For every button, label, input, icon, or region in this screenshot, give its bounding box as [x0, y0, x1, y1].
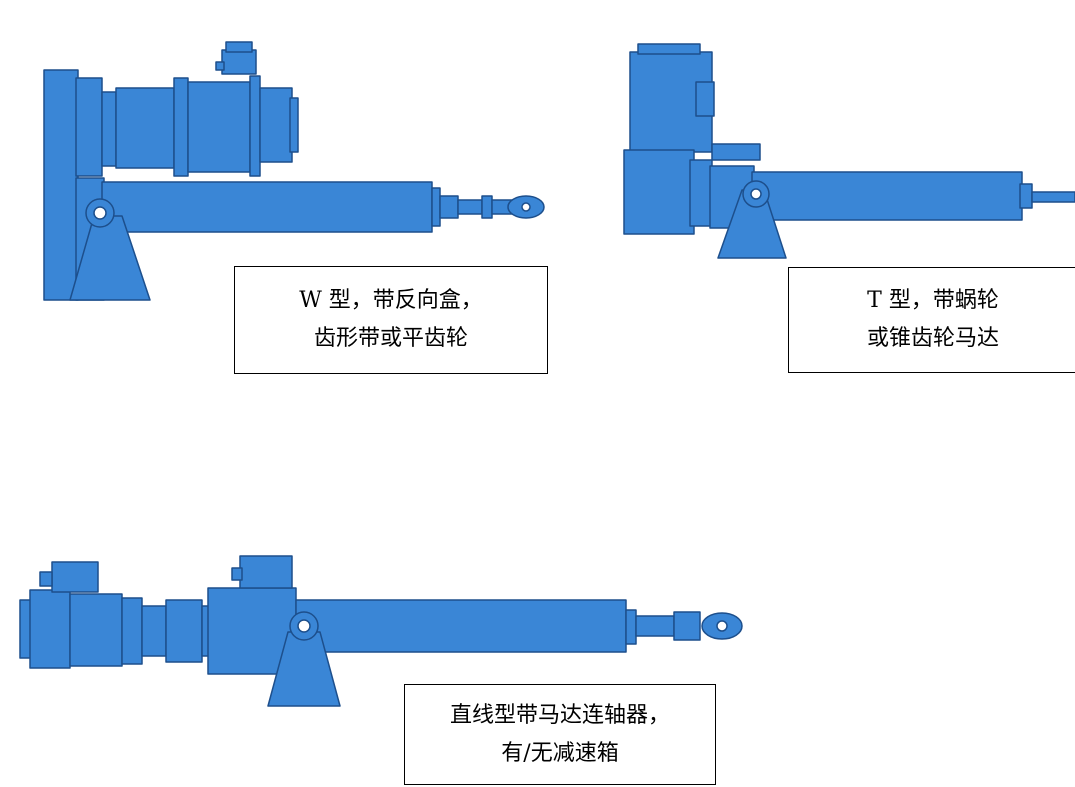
straight-type-caption-line2: 有/无减速箱	[501, 740, 619, 766]
w-motor	[187, 81, 251, 173]
straight-rod	[635, 615, 675, 637]
w-rod	[457, 199, 483, 215]
w-type-actuator	[43, 41, 545, 301]
t-type-caption: T 型，带蜗轮 或锥齿轮马达	[788, 267, 1075, 373]
t-rod	[1031, 191, 1075, 203]
w-type-caption-line1: W 型，带反向盒，	[299, 288, 483, 313]
straight-terminal-box-2	[239, 555, 293, 589]
w-terminal-box	[221, 49, 257, 75]
straight-terminal-box-1	[51, 561, 99, 593]
straight-type-caption: 直线型带马达连轴器， 有/无减速箱	[404, 684, 716, 785]
straight-type-actuator	[19, 555, 743, 707]
t-type-caption-line2: 或锥齿轮马达	[866, 326, 999, 351]
straight-motor	[29, 589, 71, 669]
w-reverse-box-plate	[43, 69, 79, 301]
straight-type-caption-line1: 直线型带马达连轴器，	[449, 702, 670, 728]
straight-mount-bracket	[267, 631, 341, 707]
t-cylinder	[751, 171, 1023, 221]
w-type-caption-line2: 齿形带或平齿轮	[313, 326, 468, 351]
t-type-actuator	[623, 43, 1075, 259]
w-cylinder	[101, 181, 433, 233]
w-mount-bracket	[69, 215, 151, 301]
t-worm-gear-box	[623, 149, 695, 235]
straight-cylinder	[295, 599, 627, 653]
t-terminal-box	[711, 143, 761, 161]
t-type-caption-line1: T 型，带蜗轮	[867, 288, 999, 313]
w-type-caption: W 型，带反向盒， 齿形带或平齿轮	[234, 266, 548, 374]
